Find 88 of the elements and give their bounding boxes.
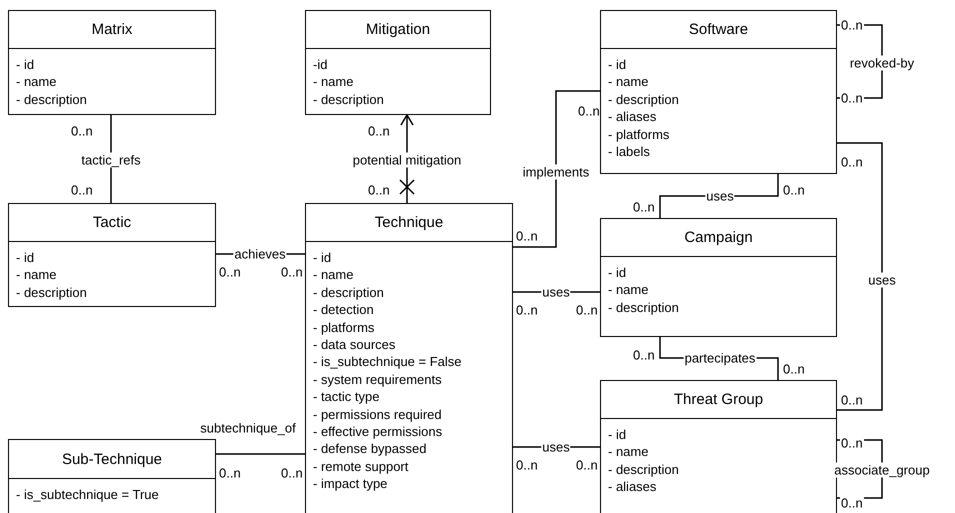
- multiplicity-label: 0..n: [218, 466, 242, 480]
- attribute-text: - name: [608, 281, 648, 299]
- attribute-text: - id: [313, 249, 332, 266]
- attribute-text: - detection: [313, 301, 374, 319]
- attribute-text: - description: [313, 90, 384, 108]
- multiplicity-label: 0..n: [840, 496, 864, 510]
- class-name: Campaign: [684, 229, 753, 246]
- multiplicity-label: 0..n: [515, 458, 539, 472]
- attribute-text: - is_subtechnique = True: [16, 486, 159, 504]
- multiplicity-label: 0..n: [280, 466, 304, 480]
- attribute-text: - platforms: [313, 318, 374, 336]
- class-box: [600, 10, 837, 174]
- class-box: [8, 203, 216, 307]
- attribute-text: - description: [608, 90, 679, 108]
- attribute-text: - name: [608, 73, 648, 91]
- multiplicity-label: 0..n: [515, 228, 539, 244]
- attribute-text: - labels: [608, 143, 650, 160]
- attribute-text: - is_subtechnique = False: [313, 353, 462, 371]
- attribute-text: - name: [313, 73, 354, 91]
- attribute-text: - impact type: [313, 475, 388, 493]
- attribute-text: - permissions required: [313, 406, 442, 424]
- edge-label: uses: [867, 272, 897, 288]
- class-name: Technique: [374, 214, 444, 231]
- class-box: [8, 439, 216, 513]
- multiplicity-label: 0..n: [575, 458, 599, 472]
- class-box: [305, 203, 513, 513]
- class-box: [8, 10, 216, 115]
- attribute-text: - description: [16, 284, 87, 302]
- class-name: Mitigation: [366, 21, 430, 38]
- class-name: Sub-Technique: [62, 450, 162, 468]
- attribute-text: - aliases: [608, 478, 656, 496]
- edge-label: potential mitigation: [352, 152, 462, 168]
- attribute-text: - description: [313, 284, 384, 302]
- multiplicity-label: 0..n: [840, 18, 864, 32]
- attribute-text: - description: [16, 90, 87, 108]
- multiplicity-label: 0..n: [632, 348, 656, 362]
- connector-line: [837, 142, 883, 411]
- connector-line: [513, 90, 600, 248]
- class-name: Threat Group: [674, 391, 764, 408]
- attribute-text: - platforms: [608, 126, 670, 144]
- attribute-text: - id: [16, 249, 34, 266]
- edge-label: revoked-by: [848, 56, 916, 70]
- class-box: [305, 10, 491, 115]
- connector-line: [216, 453, 305, 455]
- multiplicity-label: 0..n: [840, 392, 864, 408]
- edge-label: achieves: [233, 246, 287, 262]
- multiplicity-label: 0..n: [840, 90, 864, 106]
- multiplicity-label: 0..n: [782, 182, 806, 198]
- edge-label: implements: [522, 164, 590, 180]
- multiplicity-label: 0..n: [577, 104, 601, 118]
- edge-label: associate_group: [833, 462, 931, 478]
- multiplicity-label: 0..n: [218, 264, 242, 280]
- attribute-text: - name: [608, 443, 648, 461]
- class-name: Software: [688, 21, 748, 38]
- attribute-text: - remote support: [313, 458, 408, 476]
- multiplicity-label: 0..n: [782, 362, 806, 376]
- attribute-text: - name: [313, 266, 354, 284]
- multiplicity-label: 0..n: [70, 124, 94, 138]
- class-name: Tactic: [92, 214, 132, 231]
- multiplicity-label: 0..n: [575, 302, 599, 318]
- attribute-text: - data sources: [313, 336, 396, 354]
- attribute-text: - id: [16, 56, 34, 74]
- attribute-text: - defense bypassed: [313, 440, 426, 458]
- attribute-text: - name: [16, 266, 56, 284]
- class-box: [600, 218, 837, 337]
- edge-label: partecipates: [684, 350, 756, 366]
- attribute-text: - id: [608, 426, 626, 444]
- attribute-text: - system requirements: [313, 370, 442, 388]
- edge-label: tactic_refs: [80, 152, 142, 168]
- attribute-text: - id: [608, 56, 626, 74]
- attribute-text: - description: [608, 298, 679, 316]
- class-name: Matrix: [92, 21, 132, 38]
- multiplicity-label: 0..n: [367, 182, 391, 198]
- multiplicity-label: 0..n: [280, 264, 304, 280]
- multiplicity-label: 0..n: [632, 200, 656, 214]
- attribute-text: -id: [313, 56, 328, 74]
- multiplicity-label: 0..n: [367, 124, 391, 138]
- edge-label: subtechnique_of: [200, 420, 296, 436]
- attribute-text: - name: [16, 73, 56, 91]
- multiplicity-label: 0..n: [70, 182, 94, 198]
- multiplicity-label: 0..n: [840, 436, 864, 450]
- attribute-text: - description: [608, 460, 679, 478]
- attribute-text: - tactic type: [313, 388, 380, 406]
- attribute-text: - aliases: [608, 108, 656, 126]
- multiplicity-label: 0..n: [840, 154, 864, 170]
- multiplicity-label: 0..n: [515, 302, 539, 318]
- attribute-text: - effective permissions: [313, 423, 442, 440]
- attribute-text: - id: [608, 264, 626, 282]
